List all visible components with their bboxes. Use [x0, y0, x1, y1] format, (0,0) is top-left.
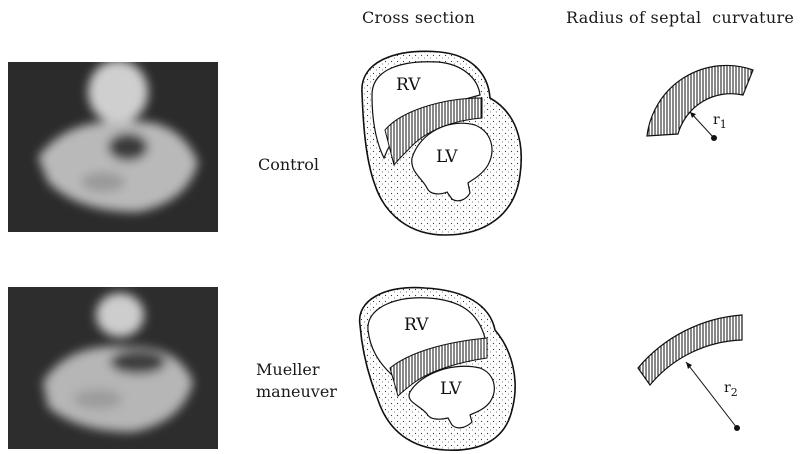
radius-center-r1 [711, 135, 717, 141]
rv-label-control: RV [396, 75, 421, 95]
radius-label-r1: r1 [713, 112, 727, 131]
radius-label-r2: r2 [724, 380, 738, 399]
radius-center-r2 [734, 425, 740, 431]
septal-arc-r2 [638, 315, 742, 385]
septal-arc-r1 [647, 65, 753, 136]
rv-label-mueller: RV [404, 315, 429, 335]
lv-label-mueller: LV [440, 379, 462, 399]
radius-diagram-r2: r2 [638, 315, 742, 431]
radius-diagram-r1: r1 [647, 65, 753, 141]
lv-label-control: LV [436, 147, 458, 167]
cross-section-mueller: RV LV [360, 288, 515, 451]
cross-section-control: RV LV [362, 51, 521, 235]
